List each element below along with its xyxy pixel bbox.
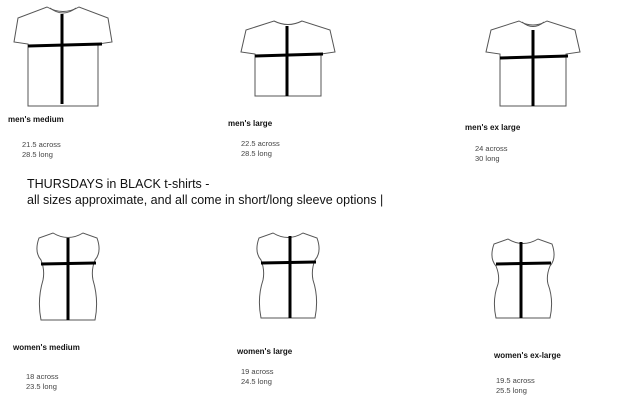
womens-ex-large-label: women's ex-large (494, 351, 561, 360)
mens-medium-across: 21.5 across (22, 140, 61, 149)
womens-large-shirt-icon (256, 232, 320, 319)
mens-ex-large-label: men's ex large (465, 123, 521, 132)
note-text: THURSDAYS in BLACK t-shirts - all sizes … (27, 176, 383, 208)
womens-large-long: 24.5 long (241, 377, 272, 386)
womens-medium-label: women's medium (13, 343, 80, 352)
womens-ex-large-long: 25.5 long (496, 386, 527, 395)
mens-large-label: men's large (228, 119, 273, 128)
mens-medium-label: men's medium (8, 115, 64, 124)
mens-ex-large-shirt-icon (485, 20, 581, 107)
note-line-2: all sizes approximate, and all come in s… (27, 193, 377, 207)
text-cursor: | (379, 193, 384, 207)
mens-medium-shirt-icon (13, 6, 113, 107)
womens-large-across: 19 across (241, 367, 274, 376)
womens-medium-long: 23.5 long (26, 382, 57, 391)
mens-large-across: 22.5 across (241, 139, 280, 148)
mens-ex-large-sizes: 24 across 30 long (475, 144, 508, 164)
womens-large-sizes: 19 across 24.5 long (241, 367, 274, 387)
womens-medium-sizes: 18 across 23.5 long (26, 372, 59, 392)
mens-ex-large-across: 24 across (475, 144, 508, 153)
mens-ex-large-long: 30 long (475, 154, 500, 163)
mens-large-shirt-icon (240, 20, 336, 97)
mens-large-long: 28.5 long (241, 149, 272, 158)
mens-medium-sizes: 21.5 across 28.5 long (22, 140, 61, 160)
womens-large-label: women's large (237, 347, 293, 356)
womens-ex-large-across: 19.5 across (496, 376, 535, 385)
womens-medium-across: 18 across (26, 372, 59, 381)
womens-ex-large-sizes: 19.5 across 25.5 long (496, 376, 535, 396)
mens-medium-long: 28.5 long (22, 150, 53, 159)
womens-medium-shirt-icon (36, 232, 100, 321)
womens-ex-large-shirt-icon (491, 238, 555, 319)
note-line-1: THURSDAYS in BLACK t-shirts - (27, 177, 210, 191)
mens-large-sizes: 22.5 across 28.5 long (241, 139, 280, 159)
